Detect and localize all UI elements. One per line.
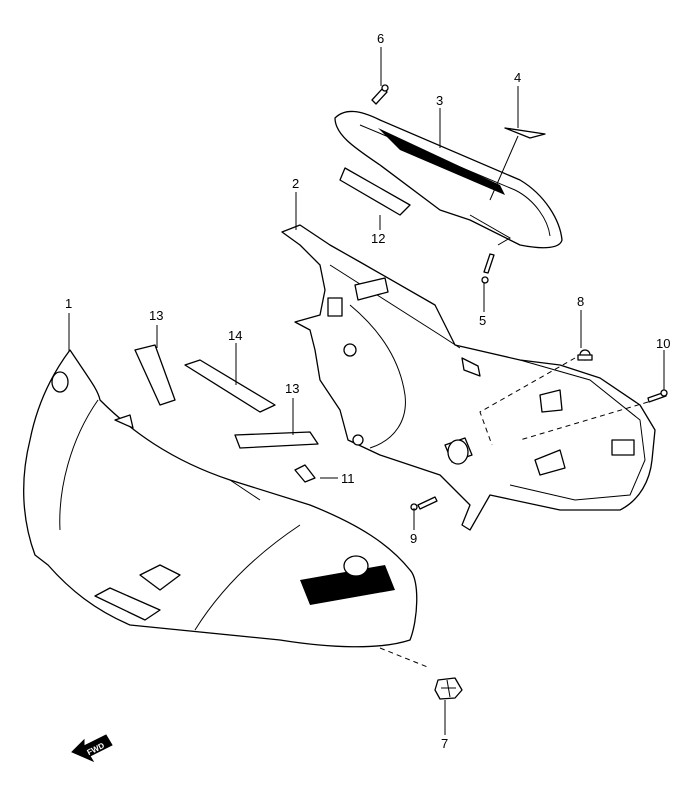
part-7-fastener (434, 677, 463, 700)
assembly-lines (379, 357, 649, 669)
callout-14: 14 (228, 328, 242, 343)
part-8-nut (577, 349, 593, 361)
part-10-screw (647, 389, 668, 403)
callout-12: 12 (371, 231, 385, 246)
callout-9: 9 (410, 531, 417, 546)
callout-11: 11 (341, 471, 355, 486)
part-13-strip-lower (234, 431, 319, 449)
callout-13-lower: 13 (285, 381, 299, 396)
callout-3: 3 (436, 93, 443, 108)
callout-5: 5 (479, 313, 486, 328)
fwd-arrow: FWD (71, 734, 113, 763)
callout-labels: 1 2 3 4 5 6 7 8 9 10 11 12 13 13 14 (65, 31, 670, 751)
part-6-screw (371, 84, 389, 105)
part-13-strip-upper (134, 344, 176, 406)
part-12-strip (339, 167, 411, 216)
part-11-clip (294, 464, 316, 483)
leader-lines (68, 47, 665, 735)
callout-13-upper: 13 (149, 308, 163, 323)
callout-8: 8 (577, 294, 584, 309)
part-3-upper-cover (334, 110, 563, 249)
callout-6: 6 (377, 31, 384, 46)
callout-1: 1 (65, 296, 72, 311)
part-2-inner-cover (281, 224, 656, 531)
callout-2: 2 (292, 176, 299, 191)
callout-4: 4 (514, 70, 521, 85)
callout-10: 10 (656, 336, 670, 351)
part-14-strip (184, 359, 276, 413)
callout-7: 7 (441, 736, 448, 751)
part-1-front-cover (23, 349, 418, 648)
part-9-screw (410, 496, 438, 511)
part-4-plate (504, 127, 546, 139)
part-5-screw (481, 253, 495, 284)
